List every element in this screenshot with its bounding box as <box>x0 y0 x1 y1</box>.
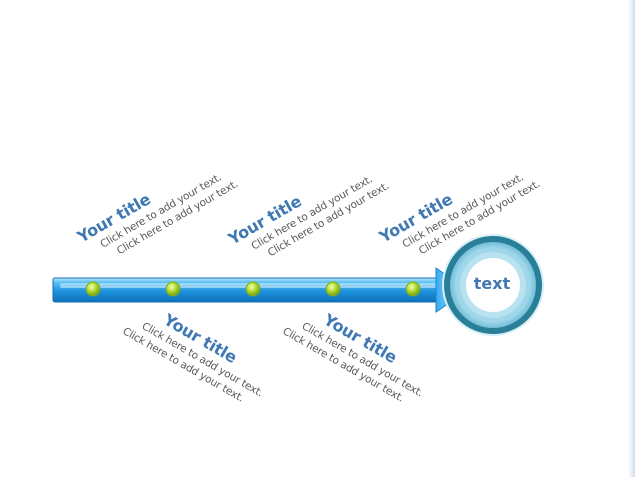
timeline-dot-1 <box>85 281 101 297</box>
timeline-dot-4 <box>325 281 341 297</box>
slide-edge <box>628 0 635 477</box>
timeline-dot-3 <box>245 281 261 297</box>
timeline-dot-2 <box>165 281 181 297</box>
timeline-dot-5 <box>405 281 421 297</box>
target-center-text: text <box>473 274 511 293</box>
timeline-dots <box>85 281 421 297</box>
target-ring-inner <box>466 258 520 312</box>
